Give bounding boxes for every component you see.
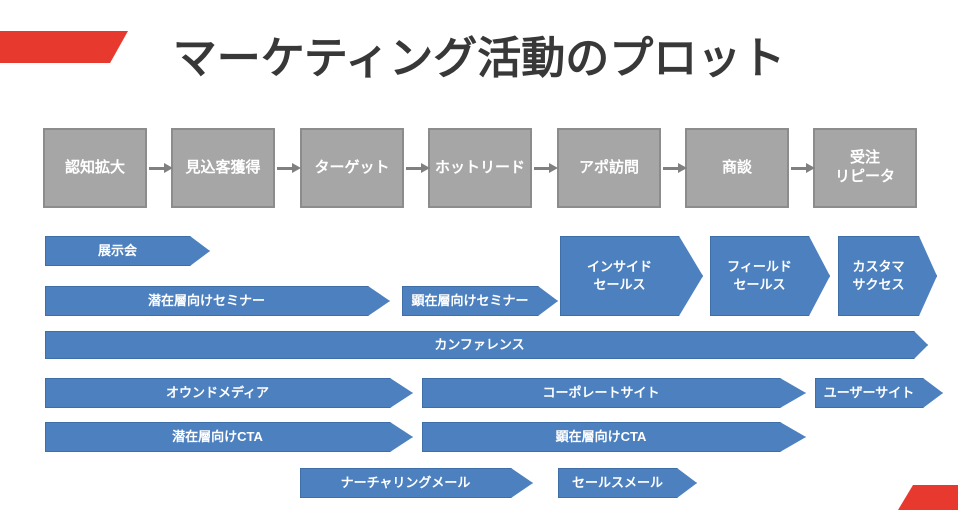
activity-label: コーポレートサイト xyxy=(542,385,660,401)
stage-connector-arrow-icon xyxy=(277,163,301,172)
activity-label: カスタマ サクセス xyxy=(852,259,905,292)
activity-label: セールスメール xyxy=(571,475,663,491)
activity-label: 顕在層向けセミナー xyxy=(411,293,529,309)
funnel-stage-target: ターゲット xyxy=(300,128,404,208)
stage-connector-arrow-icon xyxy=(406,163,430,172)
activity-label: インサイド セールス xyxy=(586,259,652,292)
activity-arrow-user-site: ユーザーサイト xyxy=(815,378,943,408)
activity-arrow-seminar-latent: 潜在層向けセミナー xyxy=(45,286,390,316)
funnel-stage-appointment: アポ訪問 xyxy=(557,128,661,208)
activity-label: フィールド セールス xyxy=(727,259,792,292)
stage-connector-arrow-icon xyxy=(534,163,558,172)
stage-connector-arrow-icon xyxy=(149,163,173,172)
activity-arrow-sales-mail: セールスメール xyxy=(558,468,697,498)
funnel-stage-negotiation: 商談 xyxy=(685,128,789,208)
activity-arrow-conference: カンファレンス xyxy=(45,331,928,359)
stage-connector-arrow-icon xyxy=(663,163,687,172)
activity-label: 潜在層向けセミナー xyxy=(147,293,265,309)
activity-arrow-owned-media: オウンドメディア xyxy=(45,378,413,408)
activity-arrow-field-sales: フィールド セールス xyxy=(710,236,830,316)
activity-label: 潜在層向けCTA xyxy=(172,429,263,445)
activity-arrow-inside-sales: インサイド セールス xyxy=(560,236,703,316)
funnel-stage-order-repeater: 受注 リピータ xyxy=(813,128,917,208)
activity-label: 顕在層向けCTA xyxy=(555,429,647,445)
activity-label: ユーザーサイト xyxy=(823,385,915,401)
activity-arrow-exhibition: 展示会 xyxy=(45,236,210,266)
funnel-stage-lead-acquisition: 見込客獲得 xyxy=(171,128,275,208)
red-corner-accent-top-left xyxy=(0,31,128,63)
activity-label: 展示会 xyxy=(97,243,137,259)
slide-title: マーケティング活動のプロット xyxy=(172,34,786,83)
activity-arrow-nurturing-mail: ナーチャリングメール xyxy=(300,468,533,498)
activity-label: オウンドメディア xyxy=(165,385,270,401)
funnel-stage-awareness: 認知拡大 xyxy=(43,128,147,208)
activity-arrow-cta-latent: 潜在層向けCTA xyxy=(45,422,413,452)
activity-arrow-cta-active: 顕在層向けCTA xyxy=(422,422,806,452)
activity-label: ナーチャリングメール xyxy=(340,475,471,491)
activity-label: カンファレンス xyxy=(434,337,525,353)
activity-arrow-customer-success: カスタマ サクセス xyxy=(838,236,937,316)
red-corner-accent-bottom-right xyxy=(898,485,958,510)
stage-connector-arrow-icon xyxy=(791,163,815,172)
activity-arrow-seminar-active: 顕在層向けセミナー xyxy=(402,286,558,316)
activity-arrow-corporate-site: コーポレートサイト xyxy=(422,378,806,408)
funnel-stage-hot-lead: ホットリード xyxy=(428,128,532,208)
